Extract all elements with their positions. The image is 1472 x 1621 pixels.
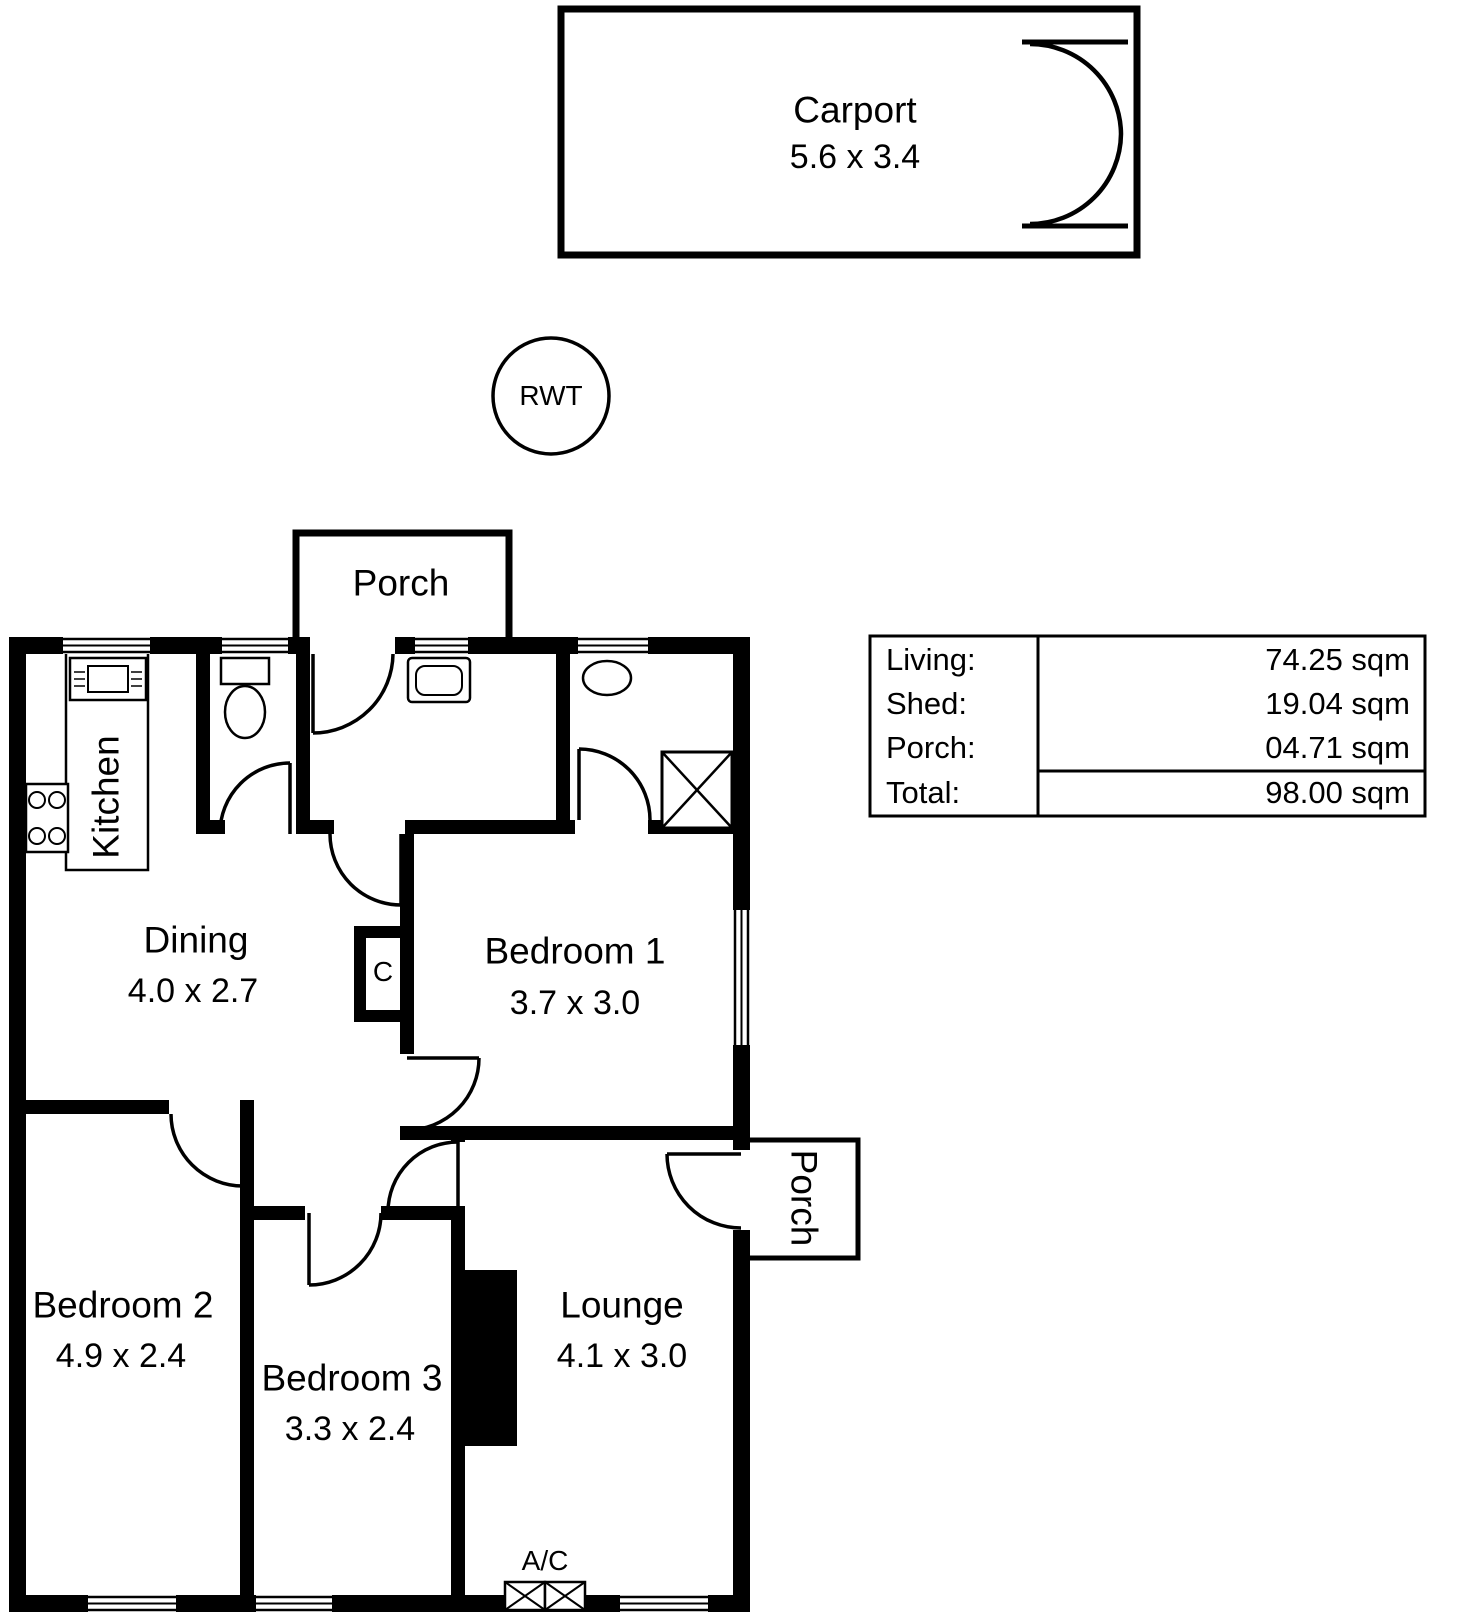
porch-right-label: Porch [783,1149,825,1247]
window [733,910,750,1045]
stove-icon [24,782,70,854]
table-row-label: Living: [886,642,976,677]
table-row-value: 19.04 sqm [1265,686,1410,721]
carport-door-icon [1022,39,1128,229]
basin-icon [581,659,633,697]
window [63,637,150,654]
wall-openings [310,637,750,1230]
kitchen-sink-icon [68,656,148,702]
bedroom2-label: Bedroom 2 [32,1284,214,1326]
porch-top-outline [292,529,513,640]
windows [63,637,750,1612]
toilet-icon [219,656,271,740]
laundry-sink-icon [406,656,472,704]
bedroom1-dims: 3.7 x 3.0 [509,984,641,1022]
interior-walls [26,654,750,1595]
rwt-label: RWT [519,380,583,411]
bedroom3-label: Bedroom 3 [261,1357,443,1399]
porch-door [665,1152,742,1230]
kitchen-label: Kitchen [85,735,127,859]
window [222,637,288,654]
window [620,1595,708,1612]
carport-dims: 5.6 x 3.4 [789,138,921,176]
bedroom2-dims: 4.9 x 2.4 [55,1337,187,1375]
lounge-label: Lounge [560,1284,684,1326]
window [88,1595,176,1612]
lounge-dims: 4.1 x 3.0 [556,1337,688,1375]
bedroom3-door [307,1212,383,1287]
table-row-value: 74.25 sqm [1265,642,1410,677]
dining-dims: 4.0 x 2.7 [127,972,259,1010]
bedroom3-dims: 3.3 x 2.4 [284,1410,416,1448]
door-swings [169,653,742,1287]
kitchen-bench [64,654,150,872]
dining-door [328,833,403,907]
ac-unit-icon [503,1580,547,1612]
table-row-label: Shed: [886,686,968,721]
bathroom-door [577,747,652,821]
shower-icon [660,750,734,830]
bedroom2-door [169,1113,245,1188]
lounge-door [386,1140,460,1213]
front-door [311,653,395,735]
closet-label: C [372,956,394,987]
table-row-label: Total: [886,775,961,810]
table-row-value: 04.71 sqm [1265,730,1410,765]
porch-right-outline [748,1137,861,1261]
fireplace [465,1270,517,1446]
dining-label: Dining [143,919,249,961]
rwt-tank-icon [491,336,611,456]
bedroom1-door [406,1056,481,1132]
window [415,637,468,654]
carport-label: Carport [793,89,917,131]
window [578,637,648,654]
carport-outline [557,5,1141,259]
wc-door [218,761,292,834]
fixtures [24,654,734,1612]
ac-label: A/C [521,1545,569,1576]
porch-top-label: Porch [352,562,450,604]
table-row-label: Porch: [886,730,976,765]
bedroom1-label: Bedroom 1 [484,930,666,972]
area-table-grid [868,634,1427,818]
ac-unit-icon [543,1580,587,1612]
window [256,1595,332,1612]
table-row-value: 98.00 sqm [1265,775,1410,810]
